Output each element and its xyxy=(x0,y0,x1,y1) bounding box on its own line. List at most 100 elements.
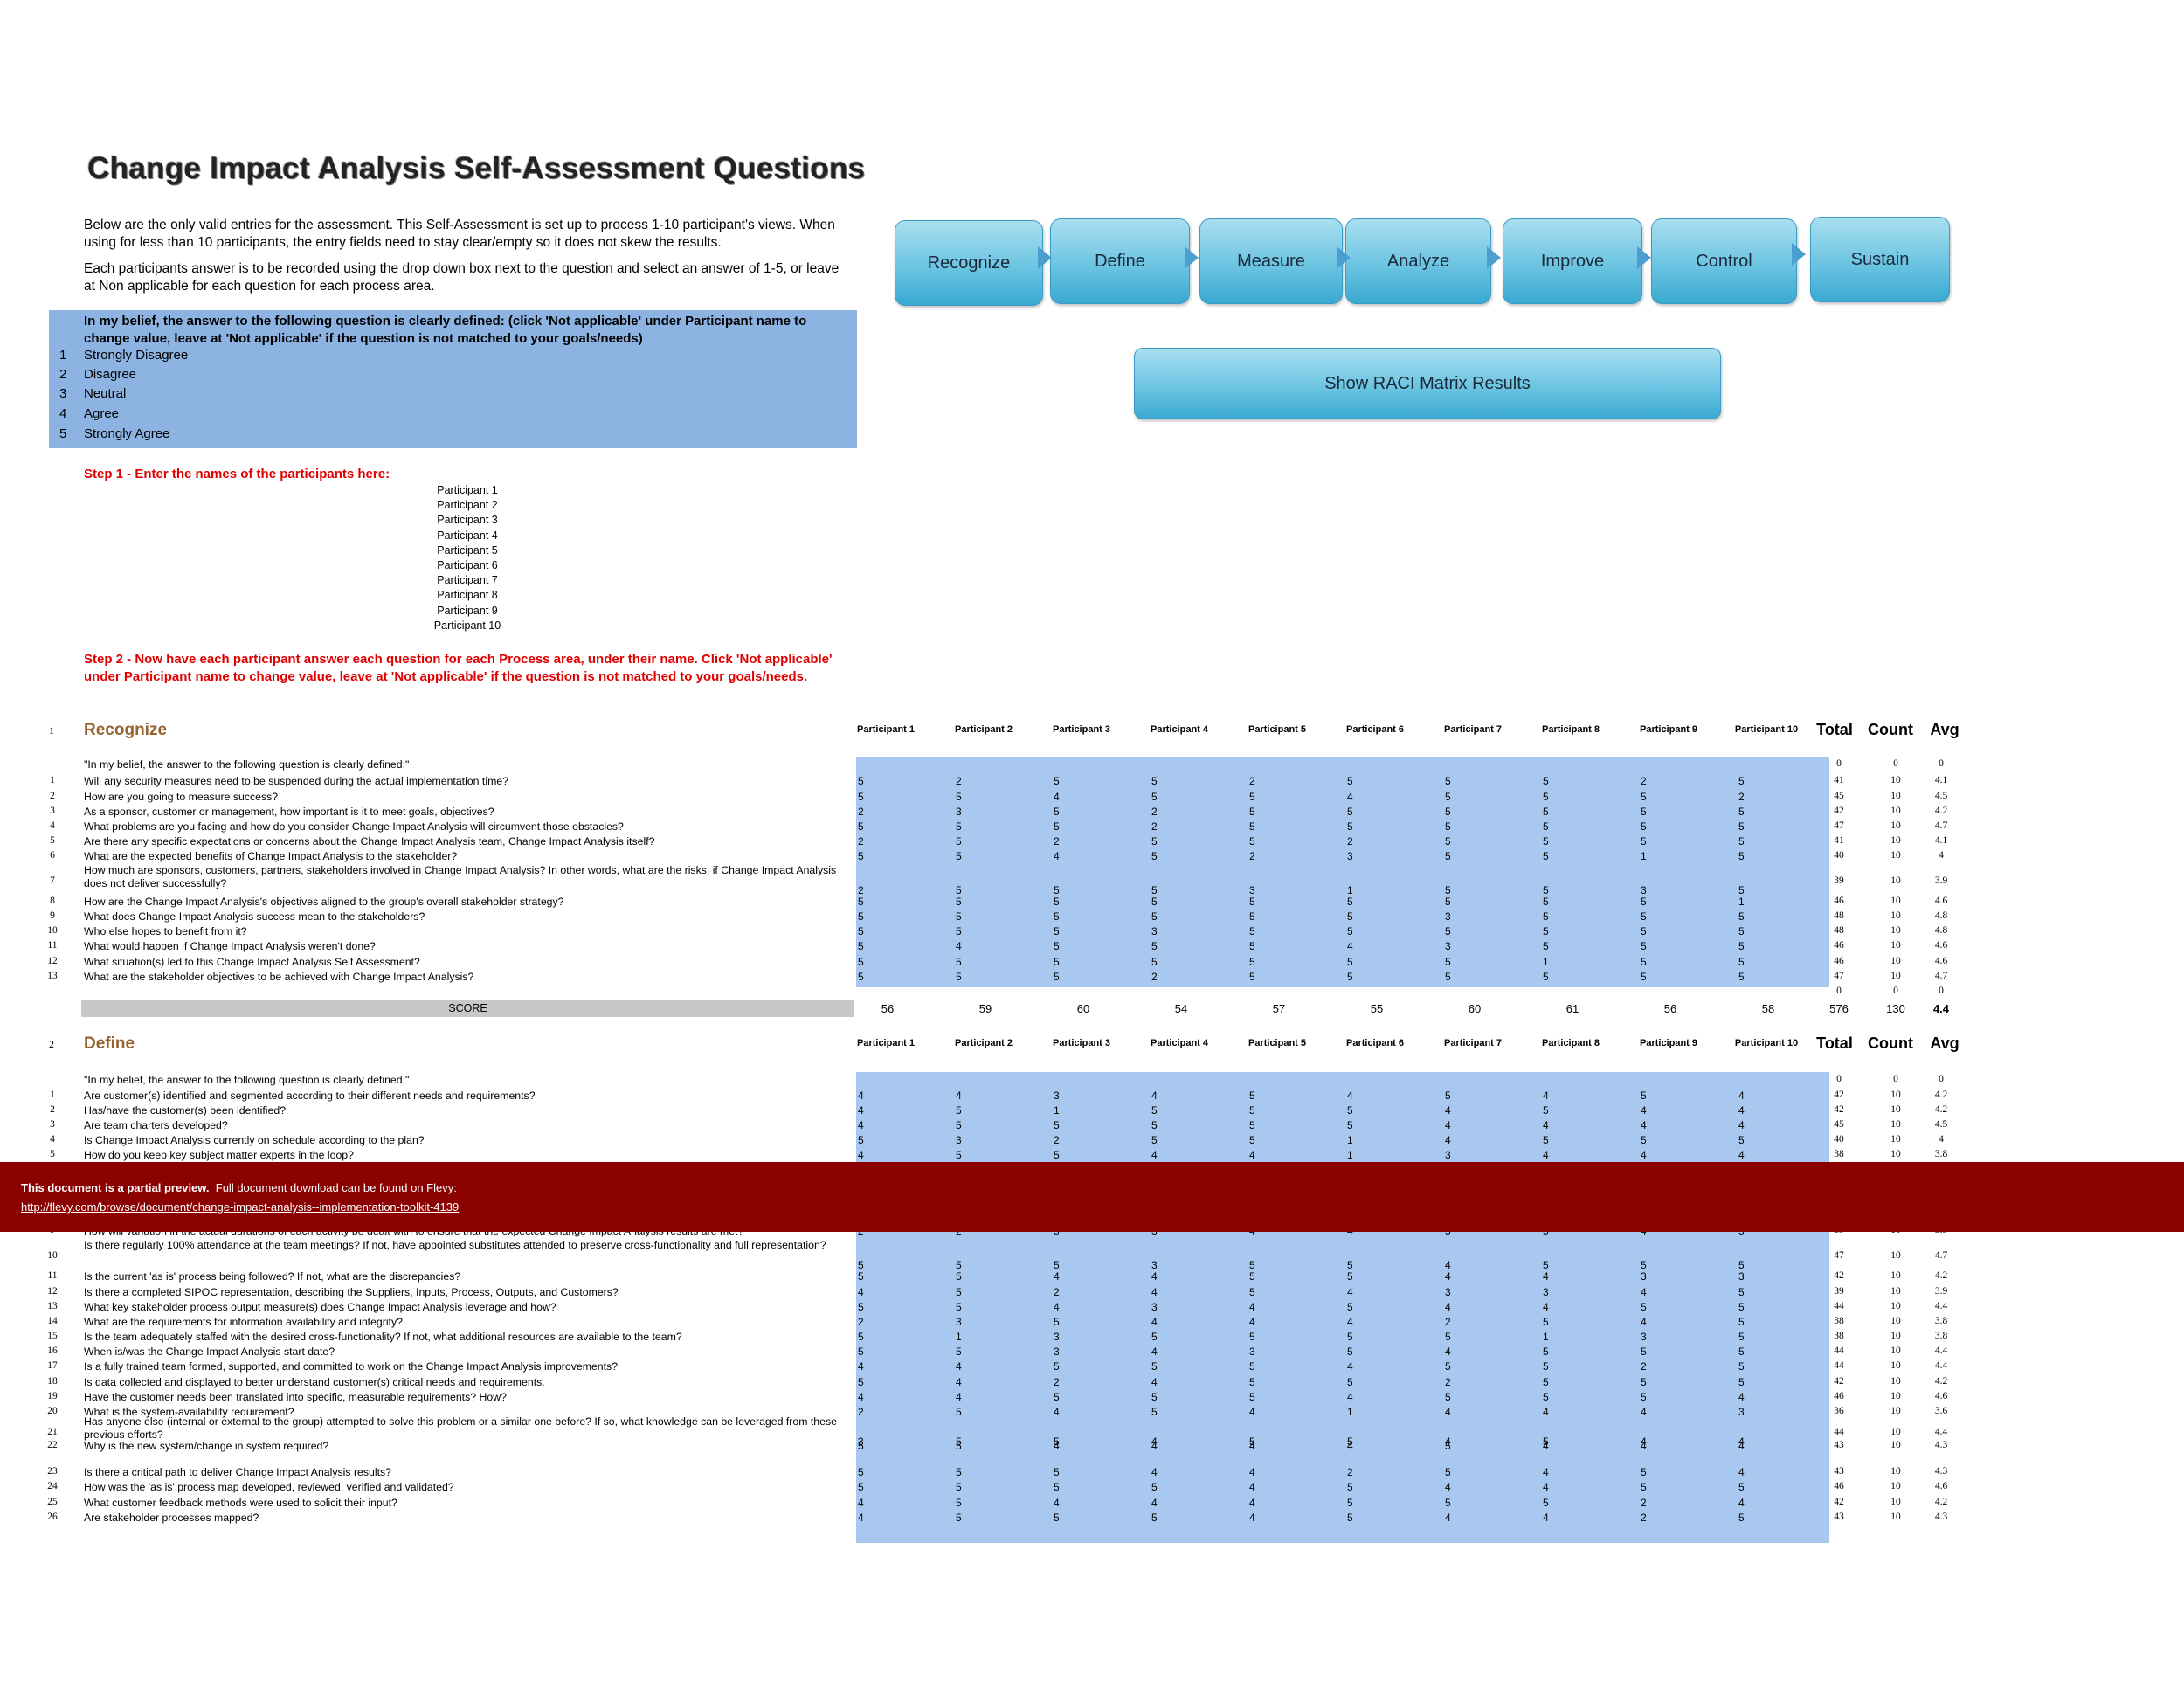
answer-select[interactable]: 4 xyxy=(858,1119,864,1131)
participant-name[interactable]: Participant 7 xyxy=(437,574,498,587)
answer-select[interactable]: 4 xyxy=(956,940,962,952)
answer-select[interactable]: 5 xyxy=(1151,955,1158,968)
answer-select[interactable]: 5 xyxy=(1151,1481,1158,1493)
answer-select[interactable]: 5 xyxy=(1543,1496,1549,1509)
answer-select[interactable]: 4 xyxy=(1249,1496,1255,1509)
answer-select[interactable]: 5 xyxy=(1054,1119,1060,1131)
answer-select[interactable]: 5 xyxy=(956,971,962,983)
answer-select[interactable]: 5 xyxy=(1249,1134,1255,1146)
answer-select[interactable]: 5 xyxy=(1445,971,1451,983)
answer-select[interactable]: 5 xyxy=(1738,910,1745,923)
answer-select[interactable]: 5 xyxy=(1347,896,1353,908)
answer-select[interactable]: 5 xyxy=(1054,1481,1060,1493)
answer-select[interactable]: 4 xyxy=(858,1360,864,1373)
answer-select[interactable]: 5 xyxy=(1445,955,1451,968)
answer-select[interactable]: 5 xyxy=(858,1270,864,1283)
answer-select[interactable]: 4 xyxy=(858,1391,864,1403)
answer-select[interactable]: 5 xyxy=(858,1301,864,1313)
answer-select[interactable]: 5 xyxy=(1054,775,1060,787)
answer-select[interactable]: 4 xyxy=(1543,1090,1549,1102)
answer-select[interactable]: 5 xyxy=(1641,1391,1647,1403)
answer-select[interactable]: 4 xyxy=(1054,1439,1060,1452)
answer-select[interactable]: 4 xyxy=(1543,1481,1549,1493)
answer-select[interactable]: 4 xyxy=(858,1104,864,1117)
answer-select[interactable]: 5 xyxy=(1445,1439,1451,1452)
answer-select[interactable]: 4 xyxy=(858,1496,864,1509)
answer-select[interactable]: 4 xyxy=(1054,1496,1060,1509)
process-button-recognize[interactable]: Recognize xyxy=(895,220,1043,306)
answer-select[interactable]: 4 xyxy=(1151,1439,1158,1452)
answer-select[interactable]: 3 xyxy=(1151,1301,1158,1313)
participant-name[interactable]: Participant 4 xyxy=(437,529,498,542)
answer-select[interactable]: 4 xyxy=(1151,1270,1158,1283)
answer-select[interactable]: 5 xyxy=(1151,910,1158,923)
answer-select[interactable]: 5 xyxy=(1543,1316,1549,1328)
answer-select[interactable]: 5 xyxy=(1347,1258,1353,1271)
answer-select[interactable]: 5 xyxy=(1249,1331,1255,1343)
answer-select[interactable]: 3 xyxy=(956,1134,962,1146)
answer-select[interactable]: 4 xyxy=(1249,1406,1255,1418)
answer-select[interactable]: 4 xyxy=(1347,1391,1353,1403)
answer-select[interactable]: 2 xyxy=(1347,835,1353,847)
answer-select[interactable]: 5 xyxy=(1054,1466,1060,1478)
answer-select[interactable]: 4 xyxy=(1054,1301,1060,1313)
answer-select[interactable]: 4 xyxy=(1738,1466,1745,1478)
answer-select[interactable]: 2 xyxy=(1249,850,1255,862)
answer-select[interactable]: 1 xyxy=(1347,1134,1353,1146)
answer-select[interactable]: 4 xyxy=(1641,1149,1647,1161)
answer-select[interactable]: 5 xyxy=(1445,806,1451,818)
answer-select[interactable]: 5 xyxy=(956,850,962,862)
answer-select[interactable]: 5 xyxy=(1054,1316,1060,1328)
answer-select[interactable]: 5 xyxy=(1445,896,1451,908)
answer-select[interactable]: 5 xyxy=(1054,971,1060,983)
answer-select[interactable]: 4 xyxy=(1543,1301,1549,1313)
answer-select[interactable]: 3 xyxy=(1543,1285,1549,1298)
answer-select[interactable]: 4 xyxy=(858,1511,864,1524)
answer-select[interactable]: 5 xyxy=(1641,910,1647,923)
answer-select[interactable]: 4 xyxy=(1347,1316,1353,1328)
answer-select[interactable]: 4 xyxy=(956,1376,962,1388)
answer-select[interactable]: 5 xyxy=(1054,1511,1060,1524)
answer-select[interactable]: 5 xyxy=(1054,1360,1060,1373)
answer-select[interactable]: 4 xyxy=(1543,1149,1549,1161)
answer-select[interactable]: 5 xyxy=(1641,820,1647,833)
answer-select[interactable]: 4 xyxy=(1641,1104,1647,1117)
answer-select[interactable]: 1 xyxy=(1641,850,1647,862)
answer-select[interactable]: 5 xyxy=(1347,806,1353,818)
process-button-measure[interactable]: Measure xyxy=(1199,218,1343,304)
answer-select[interactable]: 5 xyxy=(956,1481,962,1493)
answer-select[interactable]: 4 xyxy=(1738,1435,1745,1448)
answer-select[interactable]: 3 xyxy=(1249,1346,1255,1358)
answer-select[interactable]: 4 xyxy=(1054,850,1060,862)
answer-select[interactable]: 5 xyxy=(1445,1331,1451,1343)
answer-select[interactable]: 4 xyxy=(1249,1466,1255,1478)
answer-select[interactable]: 5 xyxy=(1054,940,1060,952)
answer-select[interactable]: 2 xyxy=(1054,1376,1060,1388)
answer-select[interactable]: 5 xyxy=(1054,955,1060,968)
answer-select[interactable]: 5 xyxy=(1641,925,1647,937)
answer-select[interactable]: 3 xyxy=(1445,940,1451,952)
answer-select[interactable]: 5 xyxy=(1738,955,1745,968)
answer-select[interactable]: 5 xyxy=(858,1481,864,1493)
answer-select[interactable]: 5 xyxy=(1543,883,1549,896)
answer-select[interactable]: 5 xyxy=(1151,896,1158,908)
answer-select[interactable]: 1 xyxy=(1347,883,1353,896)
answer-select[interactable]: 5 xyxy=(956,1406,962,1418)
answer-select[interactable]: 5 xyxy=(1151,940,1158,952)
answer-select[interactable]: 3 xyxy=(1641,1270,1647,1283)
answer-select[interactable]: 2 xyxy=(1249,775,1255,787)
answer-select[interactable]: 5 xyxy=(1151,1119,1158,1131)
answer-select[interactable]: 5 xyxy=(1543,850,1549,862)
answer-select[interactable]: 5 xyxy=(1738,850,1745,862)
answer-select[interactable]: 2 xyxy=(1641,1360,1647,1373)
answer-select[interactable]: 5 xyxy=(1445,1090,1451,1102)
answer-select[interactable]: 5 xyxy=(1249,1270,1255,1283)
answer-select[interactable]: 5 xyxy=(1543,806,1549,818)
answer-select[interactable]: 4 xyxy=(1151,1316,1158,1328)
answer-select[interactable]: 4 xyxy=(1151,1496,1158,1509)
answer-select[interactable]: 4 xyxy=(1641,1435,1647,1448)
answer-select[interactable]: 5 xyxy=(1738,940,1745,952)
answer-select[interactable]: 5 xyxy=(956,1346,962,1358)
answer-select[interactable]: 2 xyxy=(1445,1376,1451,1388)
answer-select[interactable]: 4 xyxy=(1445,1511,1451,1524)
